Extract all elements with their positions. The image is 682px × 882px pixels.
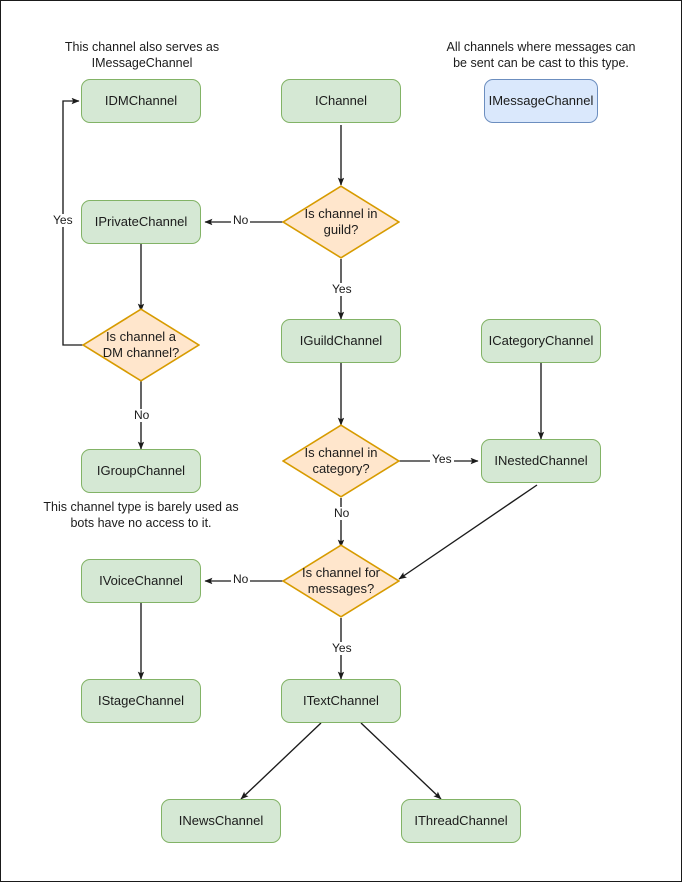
- node-label: IGuildChannel: [299, 332, 383, 348]
- node-inews-channel[interactable]: INewsChannel: [161, 799, 281, 843]
- node-igroup-channel[interactable]: IGroupChannel: [81, 449, 201, 493]
- node-iguild-channel[interactable]: IGuildChannel: [281, 319, 401, 363]
- diamond-shape: [282, 185, 400, 259]
- node-label: ITextChannel: [303, 692, 379, 708]
- node-ivoice-channel[interactable]: IVoiceChannel: [81, 559, 201, 603]
- edge-inestedchannel-to-messages-decision: [398, 484, 538, 580]
- decision-is-channel-in-category[interactable]: Is channel in category?: [282, 424, 400, 498]
- edge-label-guild-yes: Yes: [330, 282, 354, 297]
- diamond-shape: [282, 424, 400, 498]
- edge-itextchannel-to-inewschannel: [240, 722, 322, 800]
- decision-is-channel-for-messages[interactable]: Is channel for messages?: [282, 544, 400, 618]
- node-inested-channel[interactable]: INestedChannel: [481, 439, 601, 483]
- node-label: IVoiceChannel: [99, 572, 183, 588]
- note-group-channel: This channel type is barely used as bots…: [43, 500, 239, 531]
- node-label: IChannel: [314, 92, 368, 108]
- edge-label-messages-yes: Yes: [330, 641, 354, 656]
- node-label: INewsChannel: [178, 812, 264, 828]
- node-ithread-channel[interactable]: IThreadChannel: [401, 799, 521, 843]
- decision-label: Is channel in guild?: [304, 205, 378, 237]
- node-istage-channel[interactable]: IStageChannel: [81, 679, 201, 723]
- node-label: ICategoryChannel: [488, 332, 594, 348]
- edge-label-dm-no: No: [132, 408, 152, 423]
- note-dm-channel: This channel also serves as IMessageChan…: [64, 40, 220, 71]
- diamond-shape: [282, 544, 400, 618]
- node-icategory-channel[interactable]: ICategoryChannel: [481, 319, 601, 363]
- node-label: IPrivateChannel: [94, 213, 188, 229]
- node-label: IStageChannel: [97, 692, 184, 708]
- decision-label: Is channel in category?: [304, 444, 378, 476]
- edge-label-guild-no: No: [231, 213, 251, 228]
- note-message-channel: All channels where messages can be sent …: [446, 40, 636, 71]
- decision-is-channel-in-guild[interactable]: Is channel in guild?: [282, 185, 400, 259]
- node-imessage-channel[interactable]: IMessageChannel: [484, 79, 598, 123]
- node-idm-channel[interactable]: IDMChannel: [81, 79, 201, 123]
- decision-is-channel-a-dm-channel[interactable]: Is channel a DM channel?: [82, 308, 200, 382]
- node-iprivate-channel[interactable]: IPrivateChannel: [81, 200, 201, 244]
- edge-label-category-no: No: [332, 506, 352, 521]
- node-label: IDMChannel: [104, 92, 178, 108]
- edge-label-category-yes: Yes: [430, 452, 454, 467]
- edge-itextchannel-to-ithreadchannel: [360, 722, 442, 800]
- edge-label-messages-no: No: [231, 572, 251, 587]
- node-label: IThreadChannel: [414, 812, 508, 828]
- diamond-shape: [82, 308, 200, 382]
- decision-label: Is channel a DM channel?: [102, 328, 180, 360]
- edge-label-dm-yes: Yes: [51, 213, 75, 228]
- node-itext-channel[interactable]: ITextChannel: [281, 679, 401, 723]
- node-label: INestedChannel: [494, 452, 588, 468]
- node-ichannel[interactable]: IChannel: [281, 79, 401, 123]
- decision-label: Is channel for messages?: [301, 564, 381, 596]
- node-label: IMessageChannel: [488, 92, 594, 108]
- node-label: IGroupChannel: [96, 462, 186, 478]
